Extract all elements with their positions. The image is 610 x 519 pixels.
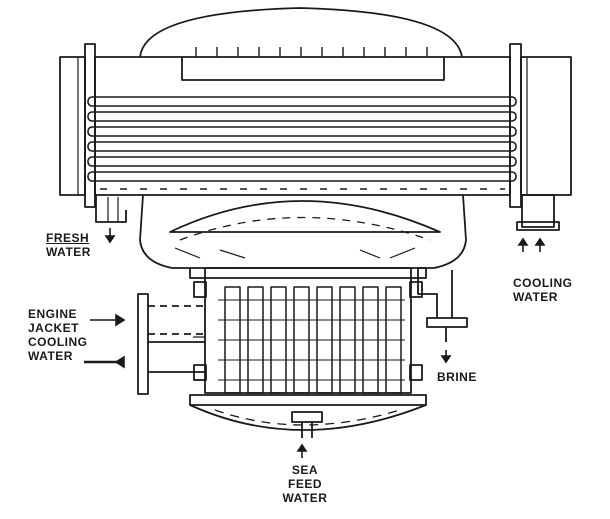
cooling-water-label: COOLING WATER [513, 276, 573, 304]
left-water-box [60, 57, 85, 195]
heater-bottom-plate [190, 395, 426, 405]
engine-jacket-label-line3: COOLING [28, 335, 88, 349]
engine-jacket-label: ENGINE JACKET COOLING WATER [28, 307, 88, 363]
sea-feed-inlet [292, 412, 322, 422]
condenser-tubes [88, 97, 516, 181]
cooling-water-stub [522, 195, 554, 227]
brine-outlet [427, 318, 467, 327]
deflector-dome [170, 201, 440, 232]
condenser-shell [95, 57, 510, 195]
brine-label: BRINE [437, 370, 477, 384]
evaporator-body [140, 195, 190, 268]
engine-jacket-label-line4: WATER [28, 349, 73, 363]
jacket-inlet-pipe [148, 306, 205, 334]
fresh-water-outlet [96, 195, 126, 222]
right-flange [510, 44, 521, 207]
dome-plate-ticks [196, 47, 427, 57]
fresh-water-label-line1: FRESH [46, 231, 90, 245]
engine-jacket-label-line2: JACKET [28, 321, 80, 335]
left-flange [85, 44, 95, 207]
heater-top-plate [190, 268, 426, 278]
cooling-water-label-line1: COOLING [513, 276, 573, 290]
bottom-dish [190, 405, 426, 430]
jacket-outlet-pipe [148, 342, 205, 372]
cooling-water-label-line2: WATER [513, 290, 558, 304]
sea-feed-label-line1: SEA [291, 463, 319, 477]
sea-feed-label-line2: FEED [287, 477, 322, 491]
engine-jacket-label-line1: ENGINE [28, 307, 78, 321]
sea-feed-label: SEA FEED WATER [280, 463, 330, 505]
jacket-flange [138, 294, 148, 394]
brine-pipe [418, 268, 437, 318]
fresh-water-label: FRESH WATER [46, 231, 91, 259]
right-water-box [521, 57, 571, 195]
flow-arrows [84, 228, 544, 458]
sea-feed-label-line3: WATER [282, 491, 328, 505]
fresh-water-label-line2: WATER [46, 245, 91, 259]
top-dome [140, 8, 462, 57]
dome-plate [182, 57, 444, 80]
